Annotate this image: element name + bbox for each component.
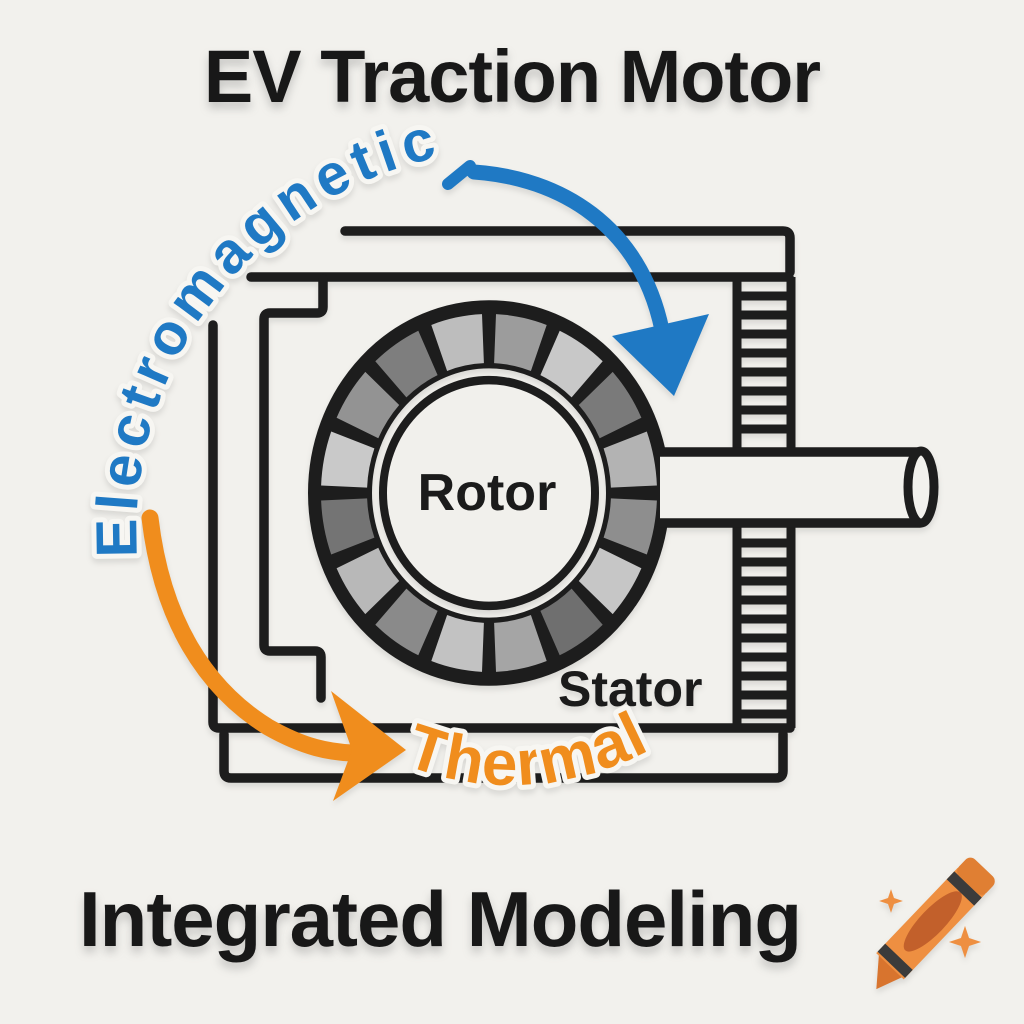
stator-slot-segment [336, 547, 400, 615]
crayon-icon [876, 857, 995, 990]
stator-slot-segment [578, 547, 642, 615]
stator-slot-segment [336, 371, 400, 439]
crayon-label-oval [903, 891, 962, 952]
fin-bars-lower [737, 538, 791, 719]
thermal-curved-text: Thermal [399, 697, 657, 799]
crayon-end-cap [957, 857, 995, 895]
fin-bars-upper [737, 291, 791, 434]
stator-slot-segment [603, 431, 657, 488]
stator-slot-segment [321, 431, 375, 488]
stator-ring [308, 300, 670, 686]
shaft-edges [655, 447, 925, 528]
stator-slot-segment [494, 314, 547, 371]
arrow-head-down-icon [612, 314, 709, 396]
stator-slot-segment [321, 498, 375, 555]
arrow-shaft [466, 164, 670, 338]
stator-label: Stator [558, 661, 702, 717]
rotor-disc [379, 375, 599, 611]
thermal-arrow [141, 509, 406, 801]
arrow-start-barb [442, 160, 476, 190]
shaft-end-cap [903, 446, 939, 528]
page-title: EV Traction Motor [203, 35, 821, 118]
stator-slot-segment [494, 615, 547, 672]
motor-housing [208, 226, 795, 783]
stator-slot-segment [540, 330, 603, 398]
sparkle-star-icon [948, 925, 982, 959]
crayon-band-back [946, 871, 982, 906]
housing-left-outer-and-bottom-inner [208, 320, 795, 733]
housing-top-outer-line [340, 226, 795, 277]
crayon-band-front [877, 943, 913, 978]
stator-slot-segment [578, 371, 642, 439]
crayon-tip [876, 953, 904, 990]
stator-ring-base [308, 300, 670, 686]
stator-slot-segment [540, 588, 603, 656]
arrow-head-right-icon [331, 691, 406, 801]
footer-title-text: Integrated Modeling [79, 875, 802, 963]
arrow-shaft [141, 509, 361, 762]
stator-slot-segment [375, 588, 438, 656]
stator-slot-segment [375, 330, 438, 398]
shaft-body [660, 452, 922, 523]
footer-title: Integrated Modeling [0, 874, 880, 965]
housing-left-inner-wall [259, 274, 328, 703]
stator-slot-segment [431, 615, 484, 672]
cooling-fins-column [732, 277, 796, 728]
sparkle-star-icon [879, 889, 903, 913]
rotor-label: Rotor [418, 464, 557, 522]
housing-bottom-outer-line [219, 729, 788, 783]
electromagnetic-arrow [442, 160, 709, 396]
stator-slot-segment [603, 498, 657, 555]
fin-column-edges [732, 277, 796, 728]
motor-shaft [655, 446, 939, 528]
stator-slot-segments [321, 314, 657, 672]
stator-slot-segment [431, 314, 484, 371]
